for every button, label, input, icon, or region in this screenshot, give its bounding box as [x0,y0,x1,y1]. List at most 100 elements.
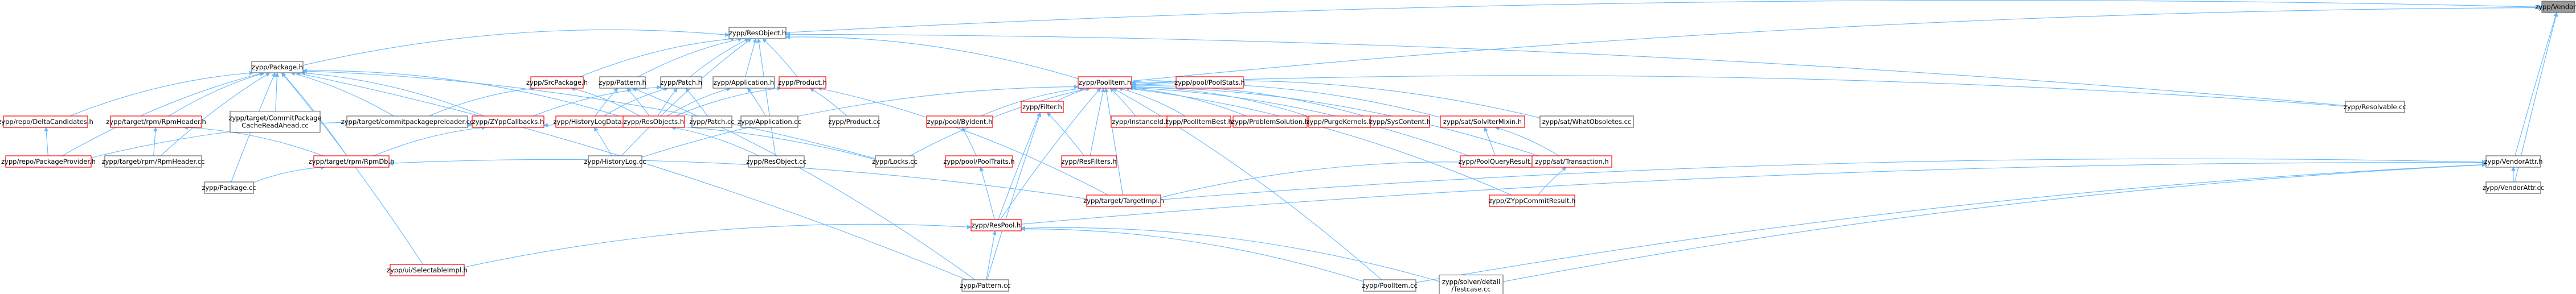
edge-transaction_h-to-poolitem_h [1131,85,1539,156]
edge-historylog_cc-to-historylogdata_h [593,127,612,156]
edge-package_cc-to-rpmdb_h [253,165,326,183]
node-pattern_cc[interactable]: zypp/Pattern.cc [960,279,1011,292]
edge-product_cc-to-product_h [809,88,847,117]
node-poolitembest_h[interactable]: zypp/PoolItemBest.h [1165,115,1232,128]
node-poolitem_h[interactable]: zypp/PoolItem.h [1078,76,1132,89]
node-vendorattr_cc[interactable]: zypp/VendorAttr.cc [2483,181,2544,194]
node-commitpackagepreloader_cc[interactable]: zypp/target/commitpackagepreloader.cc [341,115,474,128]
node-byident_h[interactable]: zypp/pool/ByIdent.h [926,115,993,128]
node-pooltraits_h[interactable]: zypp/pool/PoolTraits.h [943,155,1015,168]
node-application_cc[interactable]: zypp/Application.cc [738,115,801,128]
node-rpmdb_h[interactable]: zypp/target/rpm/RpmDb.h [309,155,395,168]
edge-resfilters_h-to-poolitem_h [1090,88,1105,156]
edge-zyppcallbacks_h-to-package_h [301,71,485,117]
node-resolvable_cc[interactable]: zypp/Resolvable.cc [2344,101,2406,113]
node-filter_h[interactable]: zypp/Filter.h [1021,101,1064,113]
node-box [712,76,775,89]
node-label: zypp/Resolvable.cc [2344,103,2406,111]
node-poolqueryresult_h[interactable]: zypp/PoolQueryResult.h [1459,155,1537,168]
edge-targetimpl_h-to-poolitem_h [1104,88,1123,196]
node-whatobsoletes_cc[interactable]: zypp/sat/WhatObsoletes.cc [1539,115,1634,128]
edge-transaction_h-to-solvematrix_h [1494,126,1559,156]
edge-resobjects_h-to-srcpackage_h [570,86,640,117]
edge-targetimpl_h-to-rpmdb_h [388,159,1087,200]
node-poolitem_cc[interactable]: zypp/PoolItem.cc [1362,279,1418,292]
node-label: zypp/Product.h [778,78,827,86]
node-box [1021,101,1064,113]
node-product_cc[interactable]: zypp/Product.cc [828,115,880,128]
node-box [875,155,915,168]
node-label: zypp/SrcPackage.h [526,78,588,86]
node-problemsolution_h[interactable]: zypp/ProblemSolution.h [1231,115,1309,128]
node-resfilters_h[interactable]: zypp/ResFilters.h [1061,155,1117,168]
node-poolstats_h[interactable]: zypp/pool/PoolStats.h [1174,76,1245,89]
edge-vendorattr_h-to-vendor_h [2514,12,2558,156]
node-label: zypp/Locks.cc [872,158,918,165]
node-srcpackage_h[interactable]: zypp/SrcPackage.h [526,76,588,89]
node-resobject_cc[interactable]: zypp/ResObject.cc [746,155,806,168]
node-selectableimpl_h[interactable]: zypp/ui/SelectableImpl.h [387,264,468,276]
node-rpmheader_h[interactable]: zypp/target/rpm/RpmHeader.h [106,115,206,128]
node-label: zypp/PurgeKernels.h [1306,118,1373,126]
node-box [1363,279,1416,292]
node-deltacandidates_h[interactable]: zypp/repo/DeltaCandidates.h [0,115,93,128]
node-patch_h[interactable]: zypp/Patch.h [660,76,702,89]
node-testcase_cc[interactable]: zypp/solver/detail/Testcase.cc [1439,274,1504,294]
node-label: zypp/target/rpm/RpmHeader.h [106,118,206,126]
node-package_cc[interactable]: zypp/Package.cc [202,181,256,194]
node-box [2485,155,2541,168]
edge-rpmdb_h-to-zyppcallbacks_h [374,125,486,156]
node-vendorattr_h[interactable]: zypp/VendorAttr.h [2484,155,2543,168]
node-box [945,155,1013,168]
node-rpmheader_cc[interactable]: zypp/target/rpm/RpmHeader.cc [102,155,205,168]
node-patch_cc[interactable]: zypp/Patch.cc [689,115,735,128]
node-application_h[interactable]: zypp/Application.h [712,76,775,89]
node-solvematrix_h[interactable]: zypp/sat/SolvIterMixin.h [1440,115,1525,128]
edge-targetimpl_h-to-vendorattr_h [1160,158,2487,200]
node-label: zypp/Package.h [252,63,303,71]
node-zyppcallbacks_h[interactable]: zypp/ZYppCallbacks.h [472,115,544,128]
edge-rpmheader_cc-to-rpmheader_h [153,127,158,156]
node-purgekernels_h[interactable]: zypp/PurgeKernels.h [1306,115,1373,128]
node-resobject_h[interactable]: zypp/ResObject.h [728,27,787,39]
edge-pattern_cc-to-respool_h [986,230,997,280]
node-box [472,115,544,128]
node-respool_h[interactable]: zypp/ResPool.h [970,219,1022,231]
edge-pattern_cc-to-pattern_h [632,88,976,280]
edge-historylogdata_h-to-patch_h [603,87,669,117]
node-box [599,76,646,89]
node-transaction_h[interactable]: zypp/sat/Transaction.h [1531,155,1612,168]
node-box [1176,76,1244,89]
node-commitpackage_h[interactable]: zypp/target/CommitPackageCacheReadAhead.… [229,110,322,133]
node-label: zypp/sat/WhatObsoletes.cc [1542,118,1631,126]
edge-application_h-to-resobject_h [745,38,757,77]
edge-packageprovider_h-to-package_h [62,71,264,156]
node-historylog_cc[interactable]: zypp/HistoryLog.cc [584,155,646,168]
node-label: zypp/ui/SelectableImpl.h [387,266,468,274]
edge-package_h-to-resobject_h [302,29,730,66]
node-label: CacheReadAhead.cc [241,122,309,130]
node-resobjects_h[interactable]: zypp/ResObjects.h [623,115,685,128]
edge-patch_cc-to-patch_h [685,88,708,117]
node-box [2541,1,2575,13]
node-box [748,155,805,168]
node-product_h[interactable]: zypp/Product.h [778,76,827,89]
node-box [1166,115,1231,128]
edge-resolvable_cc-to-resobject_h [785,32,2346,106]
node-package_h[interactable]: zypp/Package.h [251,61,304,73]
node-pattern_h[interactable]: zypp/Pattern.h [599,76,646,89]
node-locks_cc[interactable]: zypp/Locks.cc [872,155,918,168]
node-box [251,61,304,73]
node-targetimpl_h[interactable]: zypp/target/TargetImpl.h [1083,194,1164,207]
node-historylogdata_h[interactable]: zypp/HistoryLogData.h [553,115,628,128]
node-zyppcommitresult_h[interactable]: zypp/ZYppCommitResult.h [1489,194,1575,207]
node-vendor_h: zypp/Vendor.h [2535,1,2576,13]
node-syscontent_h[interactable]: zypp/SysContent.h [1369,115,1431,128]
node-instanceid_h[interactable]: zypp/InstanceId.h [1111,115,1171,128]
edge-resobject_h-to-vendor_h [785,0,2542,33]
node-box [390,264,465,276]
edge-resobjects_h-to-package_h [302,68,624,118]
node-box [1531,155,1612,168]
node-packageprovider_h[interactable]: zypp/repo/PackageProvider.h [1,155,96,168]
edge-poolitem_cc-to-respool_h [1021,226,1364,282]
